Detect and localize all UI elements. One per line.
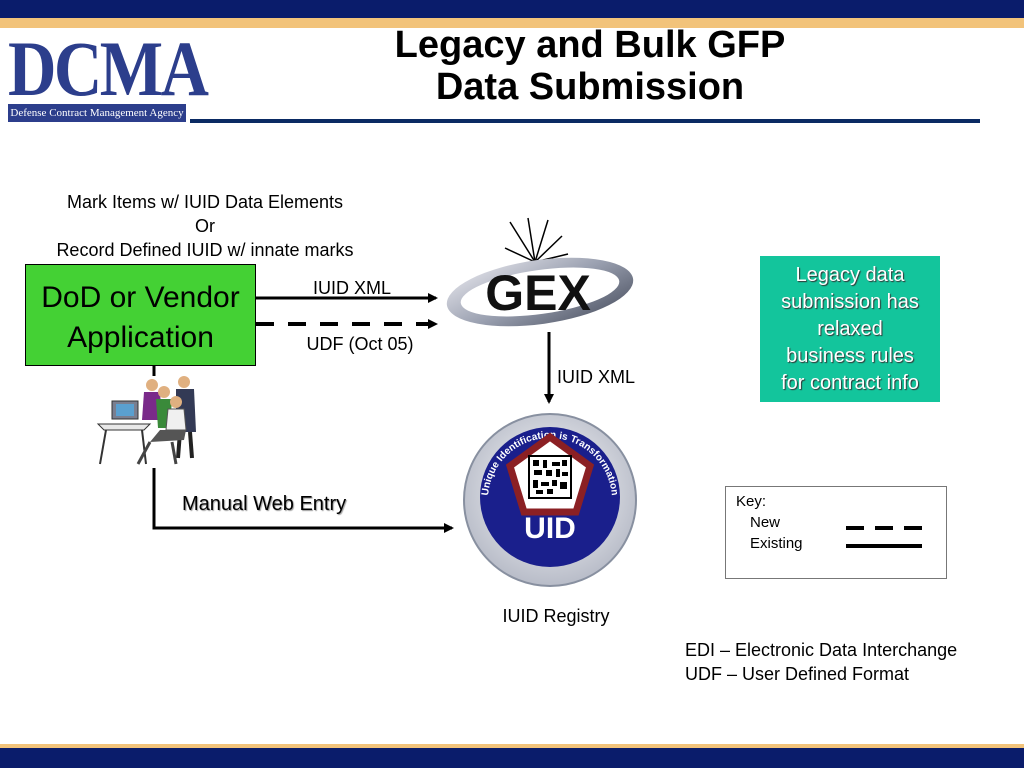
marking-note: Mark Items w/ IUID Data Elements Or Reco… bbox=[30, 190, 380, 262]
legacy-note-box: Legacy data submission has relaxed busin… bbox=[760, 256, 940, 402]
key-legend-box bbox=[725, 486, 947, 579]
top-banner-bar bbox=[0, 0, 1024, 18]
definition-edi: EDI – Electronic Data Interchange bbox=[685, 640, 958, 660]
gex-oval-inner bbox=[460, 267, 620, 317]
legacy-note-line4: business rules bbox=[786, 345, 914, 367]
top-accent-stripe bbox=[0, 18, 1024, 28]
arrow-manual-web-entry bbox=[152, 468, 454, 533]
application-node-line1: DoD or Vendor bbox=[41, 281, 240, 314]
legacy-note-line1: Legacy data bbox=[795, 264, 905, 286]
edge-label-iuid-xml-registry: IUID XML bbox=[557, 367, 635, 387]
key-title: Key: bbox=[736, 493, 767, 510]
legacy-note-line3: relaxed bbox=[817, 318, 883, 340]
application-node: DoD or Vendor Application bbox=[25, 264, 256, 366]
bottom-accent-stripe bbox=[0, 744, 1024, 748]
gex-logo-text: GEX bbox=[485, 265, 591, 321]
application-node-line2: Application bbox=[67, 321, 214, 354]
marking-note-line3: Record Defined IUID w/ innate marks bbox=[56, 240, 354, 260]
legacy-note-line2: submission has bbox=[781, 291, 919, 313]
page-title: Legacy and Bulk GFP Data Submission bbox=[330, 24, 850, 108]
gex-starburst-icon bbox=[504, 217, 569, 263]
legacy-note-line5: for contract info bbox=[781, 372, 919, 394]
edge-label-udf: UDF (Oct 05) bbox=[306, 334, 413, 354]
uid-seal-datamatrix-icon bbox=[528, 455, 572, 499]
dcma-logo-subtitle: Defense Contract Management Agency bbox=[8, 104, 186, 122]
definitions: EDI – Electronic Data Interchange UDF – … bbox=[685, 638, 957, 686]
title-underline bbox=[190, 119, 980, 123]
marking-note-line1: Mark Items w/ IUID Data Elements bbox=[66, 192, 344, 212]
registry-label: IUID Registry bbox=[502, 606, 609, 626]
uid-seal-text: UID bbox=[524, 512, 576, 545]
key-existing-label: Existing bbox=[750, 535, 803, 552]
page-title-line1: Legacy and Bulk GFP bbox=[394, 24, 786, 66]
marking-note-line2: Or bbox=[195, 216, 215, 236]
edge-label-iuid-xml: IUID XML bbox=[313, 278, 391, 298]
page-title-line2: Data Submission bbox=[435, 66, 745, 108]
users-at-computer-icon bbox=[96, 376, 196, 465]
edge-label-manual-web-entry: Manual Web Entry bbox=[182, 493, 347, 515]
gex-logo: GEX bbox=[446, 217, 634, 327]
definition-udf: UDF – User Defined Format bbox=[685, 664, 910, 684]
uid-seal: Unique Identification is Transformation … bbox=[463, 413, 637, 587]
bottom-banner-bar bbox=[0, 748, 1024, 768]
key-new-label: New bbox=[750, 514, 781, 531]
